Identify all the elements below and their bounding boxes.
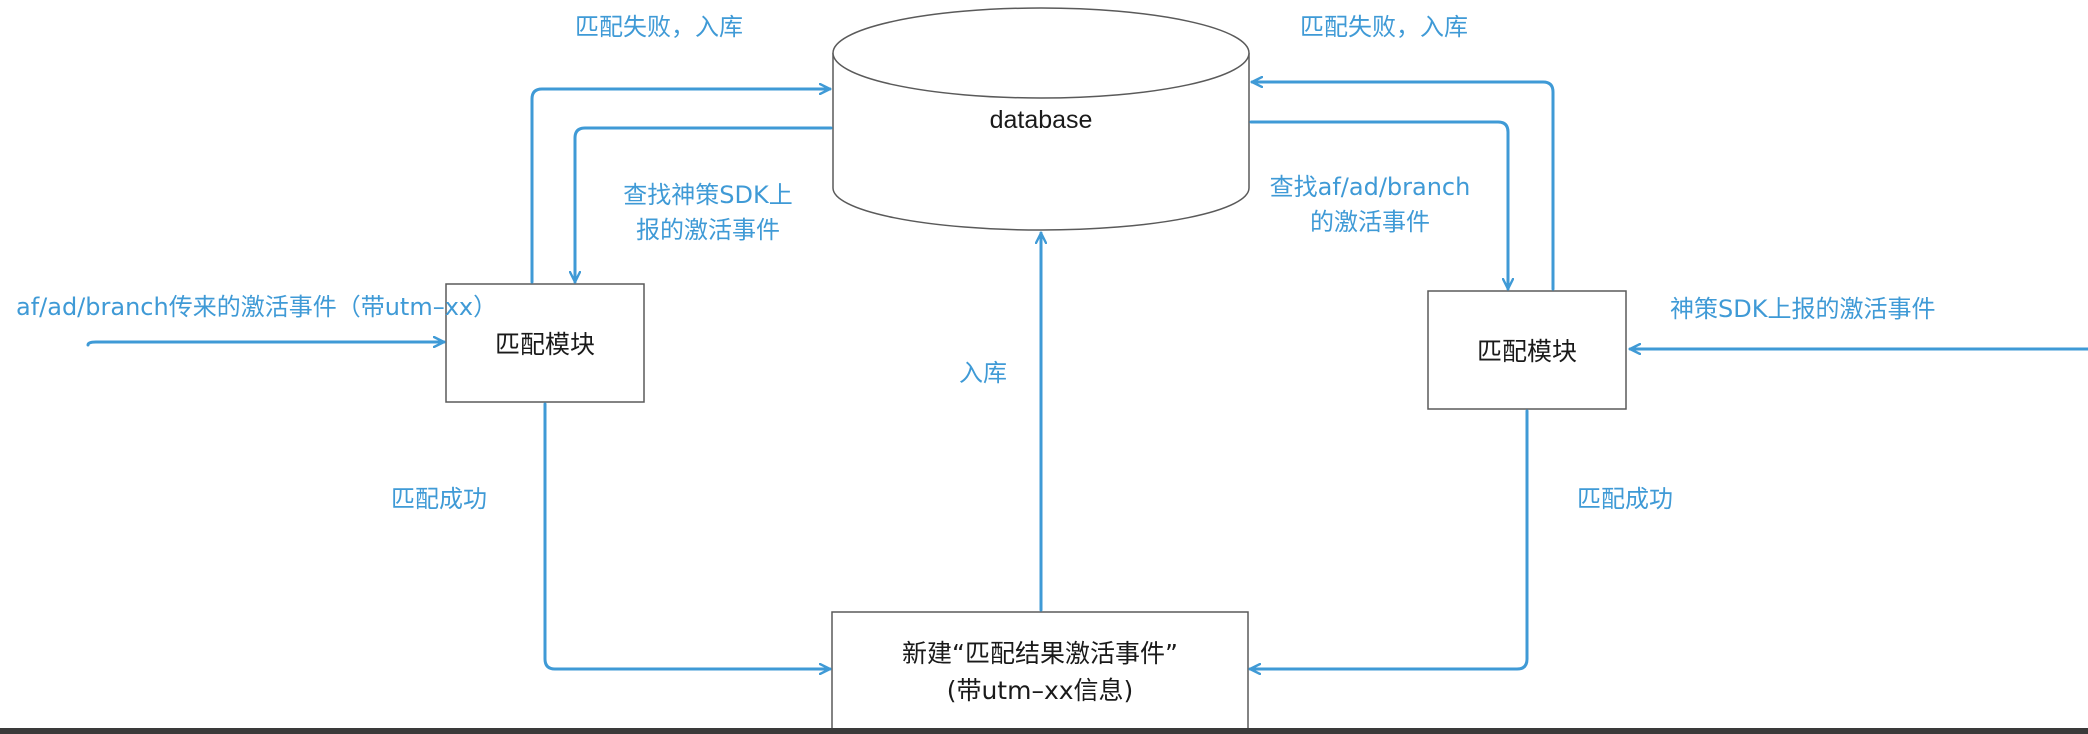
- database-cylinder: database: [832, 7, 1250, 231]
- match-module-left-label: 匹配模块: [495, 330, 595, 359]
- match-module-left: 匹配模块: [445, 283, 645, 403]
- label-success-left: 匹配成功: [391, 485, 487, 513]
- arrow-query-shence: [575, 126, 833, 284]
- match-module-right-label: 匹配模块: [1477, 337, 1577, 366]
- database-top: [832, 7, 1250, 99]
- label-success-right: 匹配成功: [1577, 485, 1673, 513]
- match-module-right: 匹配模块: [1427, 290, 1627, 410]
- match-result-line1: 新建“匹配结果激活事件”: [902, 639, 1178, 668]
- label-query-shence-line1: 查找神策SDK上: [623, 181, 792, 209]
- label-query-af-line1: 查找af/ad/branch: [1270, 173, 1471, 201]
- label-fail-store-left: 匹配失败，入库: [575, 13, 743, 41]
- label-input-right: 神策SDK上报的激活事件: [1670, 295, 1935, 323]
- arrow-success-left: [543, 402, 832, 669]
- label-input-left: af/ad/branch传来的激活事件（带utm–xx）: [16, 293, 497, 321]
- label-fail-store-right: 匹配失败，入库: [1300, 13, 1468, 41]
- arrow-fail-store-left: [530, 89, 832, 284]
- match-module-right-box: [1427, 290, 1627, 410]
- match-module-left-box: [445, 283, 645, 403]
- match-result-box-rect: [831, 611, 1249, 731]
- label-query-shence-line2: 报的激活事件: [636, 216, 780, 244]
- match-result-box: 新建“匹配结果激活事件” (带utm–xx信息): [831, 611, 1249, 731]
- arrow-success-right: [1248, 409, 1529, 669]
- bottom-edge-bar: [0, 728, 2088, 734]
- arrow-query-af: [1249, 120, 1508, 291]
- database-label: database: [990, 106, 1093, 134]
- arrow-fail-store-right: [1250, 82, 1555, 291]
- database-body: [832, 53, 1250, 231]
- label-store: 入库: [959, 359, 1007, 387]
- label-query-af-line2: 的激活事件: [1310, 208, 1430, 236]
- arrow-input-left: [86, 342, 446, 345]
- match-result-line2: (带utm–xx信息): [947, 676, 1134, 705]
